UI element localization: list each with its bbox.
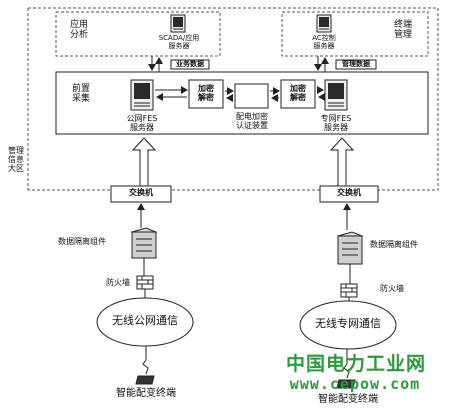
right-firewall-icon <box>340 283 358 298</box>
management-zone-boundary <box>27 7 439 191</box>
right-isolation-label: 数据隔离组件 <box>370 240 418 249</box>
auth-device-label: 配电加密 认证装置 <box>236 112 268 131</box>
front-collection-box <box>55 71 429 135</box>
watermark-title: 中国电力工业网 <box>285 353 426 375</box>
left-switch-box <box>110 185 172 203</box>
business-data-tag-box <box>170 59 210 70</box>
crypto-right-label: 加密 解密 <box>290 84 306 103</box>
right-firewall-label: 防火墙 <box>380 284 404 293</box>
public-fes-server-icon <box>130 79 154 111</box>
watermark-url: www.cepow.com <box>289 375 421 393</box>
left-wireless-link <box>142 346 149 375</box>
front-link-arrows <box>155 86 325 102</box>
right-hollow-arrow <box>329 137 355 187</box>
left-network-ellipse <box>96 297 194 347</box>
right-network-label: 无线专网通信 <box>315 317 381 330</box>
left-isolation-icon <box>130 227 158 259</box>
left-firewall-label: 防火墙 <box>106 278 130 287</box>
management-zone-label: 管理 信息 大区 <box>8 146 24 174</box>
left-isolation-label: 数据隔离组件 <box>58 237 106 246</box>
terminal-management-label: 终端 管理 <box>394 20 413 41</box>
left-network-label: 无线公网通信 <box>112 314 178 327</box>
ac-control-server-label: AC控制 服务器 <box>312 34 336 51</box>
ac-control-server-icon <box>316 14 332 33</box>
management-data-tag-box <box>335 59 377 70</box>
right-network-ellipse <box>299 300 397 350</box>
auth-device-box <box>234 83 269 109</box>
application-analysis-box <box>55 11 221 57</box>
right-switch-box <box>319 185 379 203</box>
crypto-box-right <box>280 79 316 109</box>
left-terminal-icon <box>135 375 155 385</box>
right-isolation-icon <box>336 231 364 265</box>
left-firewall-icon <box>136 275 154 290</box>
crypto-box-left <box>188 79 224 109</box>
left-terminal-label: 智能配变终端 <box>116 388 176 399</box>
right-terminal-icon <box>336 379 356 389</box>
crypto-left-label: 加密 解密 <box>198 84 214 103</box>
left-hollow-arrow <box>131 137 157 187</box>
right-terminal-label: 智能配变终端 <box>318 394 378 405</box>
top-right-link-arrows <box>314 56 329 72</box>
top-left-link-arrows <box>148 56 163 72</box>
scada-server-label: SCADA/应用 服务器 <box>158 34 200 51</box>
right-switch-label: 交换机 <box>337 188 361 197</box>
right-wireless-link <box>343 349 350 379</box>
business-data-tag: 业务数据 <box>176 60 204 68</box>
private-fes-label: 专网FES 服务器 <box>320 114 352 133</box>
scada-server-icon <box>170 14 186 33</box>
left-switch-label: 交换机 <box>129 188 153 197</box>
terminal-management-box <box>281 11 429 57</box>
front-collection-label: 前置 采集 <box>72 84 91 105</box>
management-data-tag: 管理数据 <box>342 60 370 68</box>
private-fes-server-icon <box>324 79 348 111</box>
public-fes-label: 公网FES 服务器 <box>126 114 158 133</box>
application-analysis-label: 应用 分析 <box>70 20 89 41</box>
